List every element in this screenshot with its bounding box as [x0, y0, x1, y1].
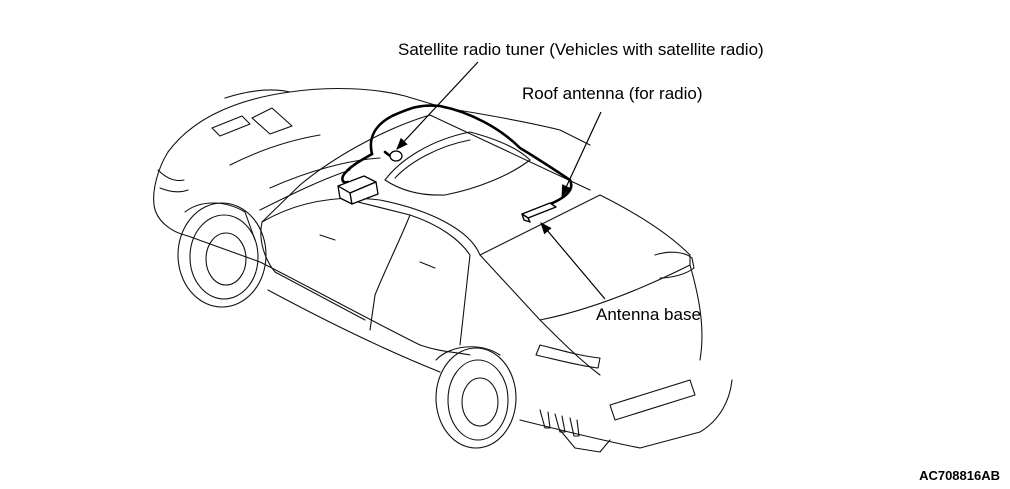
rear-diffuser: [539, 409, 580, 437]
roof-antenna-callout-label: Roof antenna (for radio): [522, 84, 703, 103]
tuner-leader-arrow: [396, 61, 479, 150]
rear-wheel: [435, 346, 517, 449]
roof-antenna-leader-arrow: [561, 111, 602, 198]
antenna-base-callout-label: Antenna base: [596, 305, 701, 324]
car-body-outline: [153, 87, 733, 453]
figure-id-label: AC708816AB: [919, 468, 1000, 483]
satellite-radio-tuner: [337, 175, 379, 205]
tuner-connector: [389, 150, 403, 162]
antenna-base: [521, 202, 557, 223]
front-wheel: [177, 202, 267, 308]
antenna-base-leader-arrow: [540, 222, 606, 300]
tuner-callout-label: Satellite radio tuner (Vehicles with sat…: [398, 40, 764, 59]
